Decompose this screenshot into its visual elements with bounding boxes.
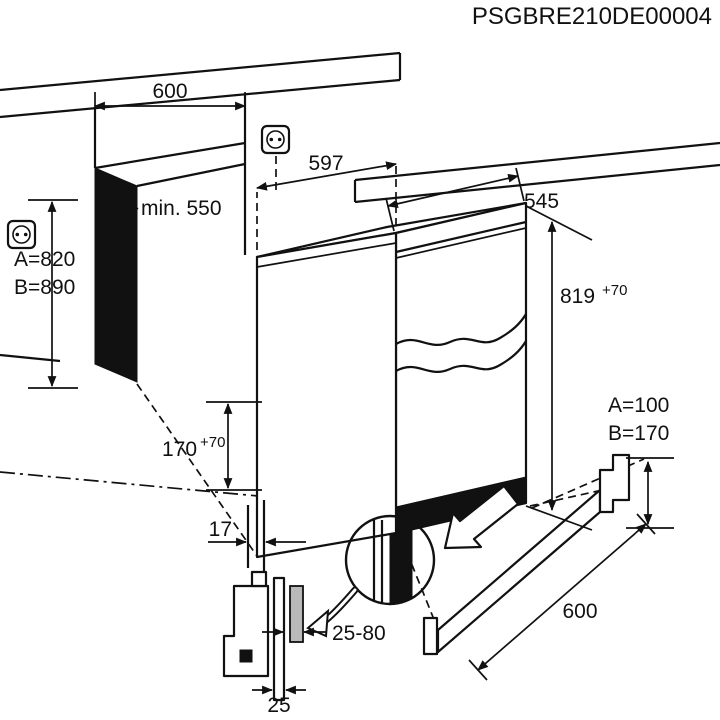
cabinet-profile-step bbox=[250, 570, 268, 588]
dim-line-appliance-width bbox=[255, 161, 398, 191]
dim-niche-depth: min. 550 bbox=[141, 197, 222, 220]
socket-pin bbox=[269, 137, 274, 142]
niche-side-wall bbox=[94, 167, 138, 383]
socket-body bbox=[6, 219, 37, 250]
detail-circle-content bbox=[372, 518, 413, 604]
niche bbox=[94, 141, 258, 557]
dim-niche-height-b: B=890 bbox=[14, 276, 75, 299]
bracket-shadow bbox=[389, 529, 413, 604]
dim-arrow-niche-depth bbox=[114, 193, 139, 210]
extension-line bbox=[525, 205, 593, 241]
power-socket-icon bbox=[6, 219, 37, 250]
power-socket-icon bbox=[260, 124, 291, 155]
niche-top-edge bbox=[94, 141, 246, 170]
socket-pin bbox=[23, 232, 28, 237]
appliance-edge-line bbox=[256, 242, 397, 268]
floor-guide-line bbox=[136, 383, 258, 557]
socket-ring bbox=[266, 130, 285, 149]
door-break-line bbox=[395, 340, 527, 373]
fixing-block bbox=[239, 649, 253, 663]
socket-pin bbox=[277, 137, 282, 142]
appliance-side-face bbox=[255, 231, 398, 559]
detail-section bbox=[222, 570, 304, 702]
dim-side-gap: 17 bbox=[209, 518, 232, 541]
socket-body bbox=[260, 124, 291, 155]
dim-appliance-height: 819 bbox=[560, 285, 595, 308]
door-top-gap bbox=[395, 227, 527, 259]
dim-niche-width: 600 bbox=[152, 80, 187, 103]
floor-centerline bbox=[0, 471, 367, 507]
leader-fill bbox=[324, 588, 357, 622]
dim-plinth-height-b: B=170 bbox=[608, 422, 669, 445]
dim-line-appliance-depth bbox=[386, 173, 520, 209]
worktop-edge bbox=[0, 78, 401, 119]
bracket-section bbox=[289, 585, 304, 643]
dim-recess-height-tolerance: +70 bbox=[200, 434, 225, 451]
socket-ring bbox=[12, 225, 31, 244]
niche-back-edge bbox=[136, 162, 246, 188]
dimension-lines bbox=[28, 92, 674, 695]
cabinet-profile bbox=[222, 584, 270, 678]
socket-pin bbox=[15, 232, 20, 237]
worktop-edge bbox=[354, 141, 720, 182]
mounting-guide bbox=[529, 490, 599, 507]
dim-line-plinth-length bbox=[477, 523, 647, 671]
detail-circle bbox=[344, 514, 436, 606]
appliance bbox=[246, 201, 528, 572]
plinth-bracket bbox=[422, 616, 439, 656]
door-top-gap bbox=[395, 220, 527, 254]
dim-plinth-length: 600 bbox=[562, 600, 597, 623]
dim-appliance-width: 597 bbox=[308, 152, 343, 175]
worktop-edge bbox=[0, 51, 401, 92]
magnifier-circle-icon bbox=[344, 514, 436, 606]
pull-direction-arrow-icon bbox=[443, 484, 520, 550]
dim-niche-height-a: A=820 bbox=[14, 248, 75, 271]
dim-panel-thickness: 25 bbox=[267, 694, 290, 717]
dim-appliance-depth: 545 bbox=[524, 190, 559, 213]
dim-recess-height: 170 bbox=[162, 438, 197, 461]
extension-line bbox=[515, 167, 525, 202]
cabinet-base-edge bbox=[0, 353, 61, 363]
door-break-line bbox=[395, 313, 527, 346]
plinth-panel-section bbox=[272, 576, 286, 702]
dim-plinth-height-a: A=100 bbox=[608, 394, 669, 417]
dim-bracket-range: 25-80 bbox=[332, 622, 386, 645]
dim-appliance-height-tolerance: +70 bbox=[602, 282, 627, 299]
plinth-recess-strip bbox=[395, 476, 527, 534]
rear-socket bbox=[260, 124, 291, 190]
plinth-bracket bbox=[598, 453, 631, 514]
product-code: PSGBRE210DE00004 bbox=[472, 3, 712, 30]
